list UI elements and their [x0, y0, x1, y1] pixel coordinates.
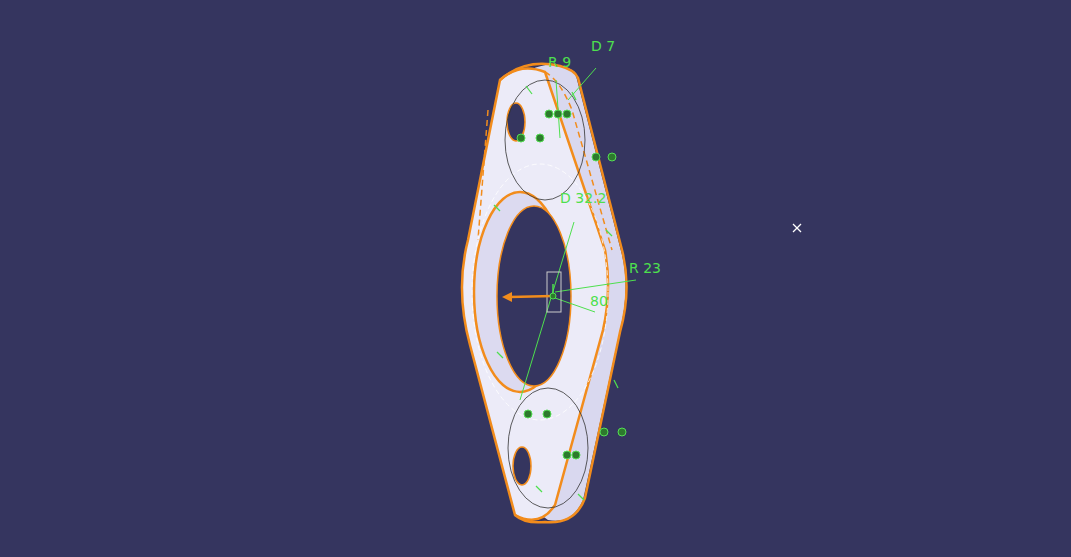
construction-circle	[508, 388, 588, 508]
dimension-leaders	[520, 68, 636, 400]
axis-system	[502, 272, 561, 312]
constraint-symbols	[517, 110, 626, 459]
dimension-label: R 9	[548, 54, 571, 70]
dimension-label: R 23	[629, 260, 661, 276]
dimension-label: D 32.2	[560, 190, 606, 206]
dimension-label: D 7	[591, 38, 615, 54]
cursor-mark	[793, 224, 801, 232]
bolt-hole	[513, 447, 531, 485]
bore-hole	[497, 206, 571, 386]
flange-face	[462, 68, 608, 519]
tangency-marks	[494, 86, 618, 500]
construction-circle	[472, 164, 608, 420]
construction-circle	[505, 80, 585, 200]
dimension-label: 80	[590, 293, 608, 309]
bolt-hole	[507, 103, 525, 141]
